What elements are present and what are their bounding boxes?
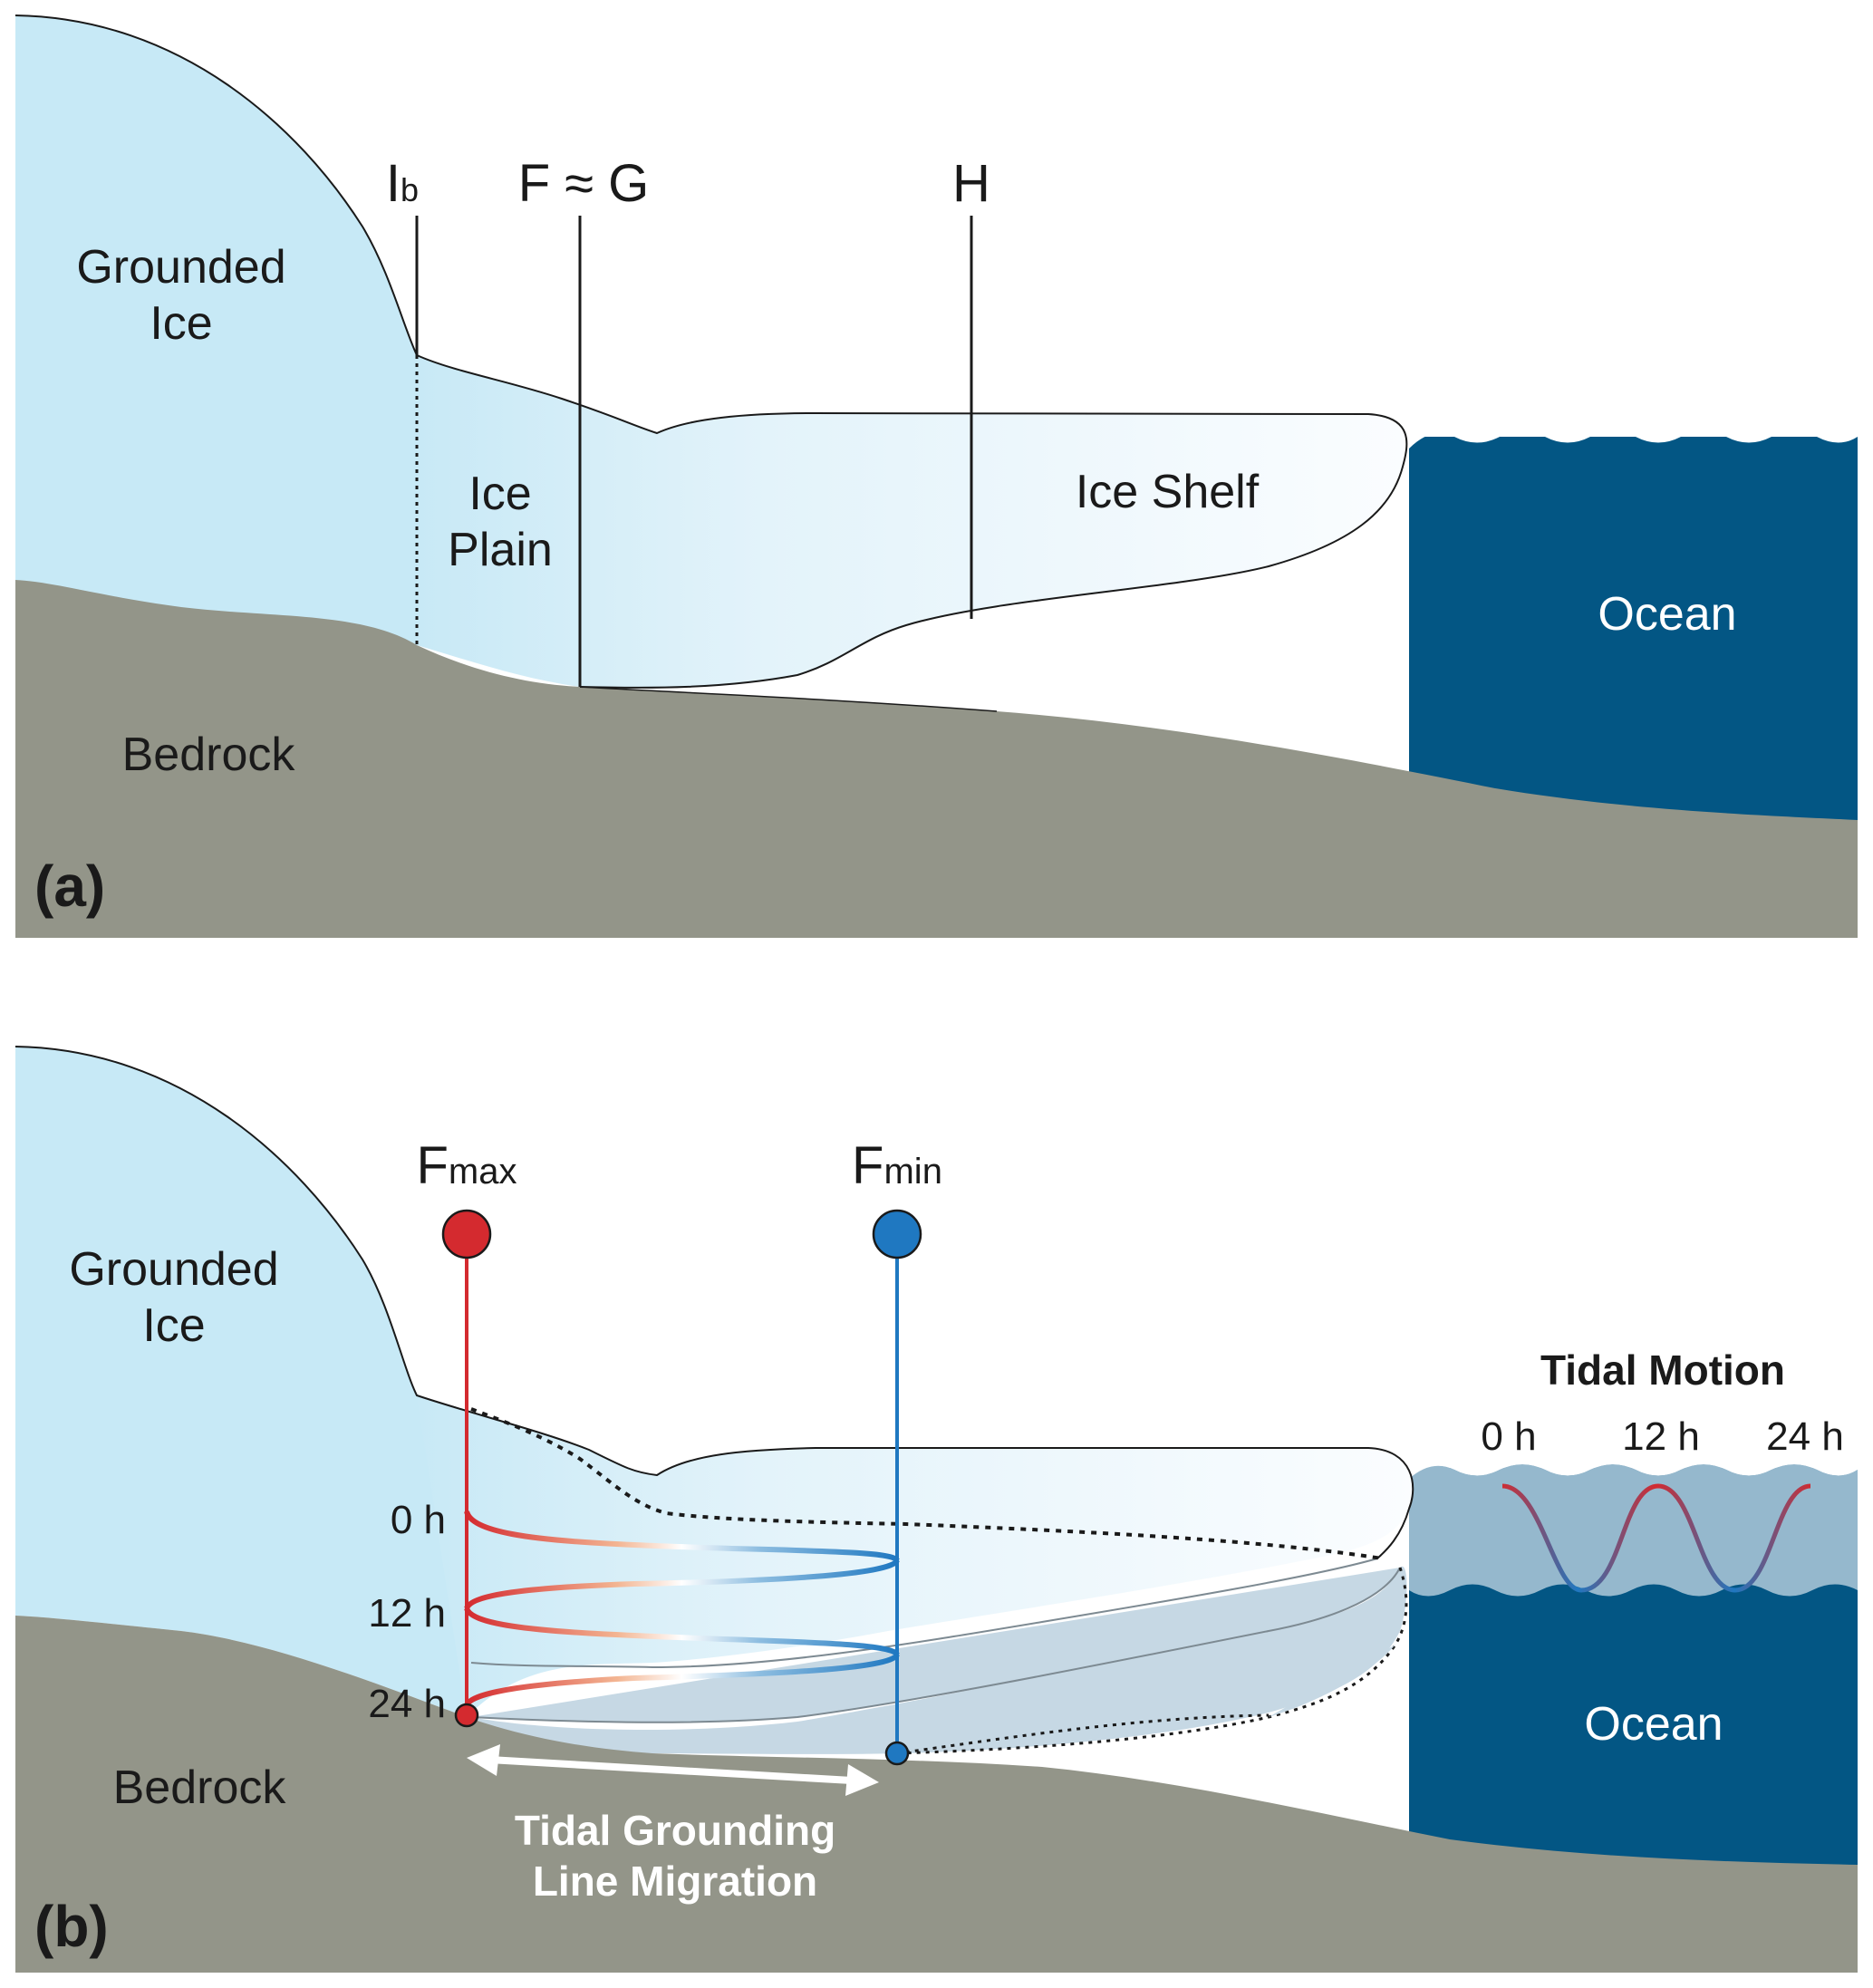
grounded-ice-label-b-2: Ice [142,1299,205,1352]
migration-curve-2 [464,1559,900,1610]
tidal-time-24: 24 h [1766,1414,1844,1459]
ice-plain-label-2: Plain [448,524,553,576]
panel-b-tag: (b) [34,1894,109,1959]
tidal-time-0: 0 h [1481,1414,1536,1459]
bedrock-b [15,1616,1858,1973]
migration-arrow [467,1744,879,1796]
migration-curve-4 [464,1653,900,1707]
grounded-ice-label-a-1: Grounded [76,241,285,294]
grounded-ice-a [15,15,417,645]
ice-shelf-label: Ice Shelf [1076,466,1260,518]
tidal-water-band [1409,1464,1858,1597]
tidal-motion-title: Tidal Motion [1540,1346,1785,1394]
fmax-ground-dot [454,1703,479,1728]
fmin-label: Fmin [852,1136,942,1195]
grounded-ice-label-a-2: Ice [150,297,212,350]
ib-label: Ib [386,154,419,213]
migration-time-0: 0 h [391,1498,446,1542]
ocean-label-b: Ocean [1584,1698,1723,1751]
low-tide-surface-dotted [470,1407,1383,1560]
grounded-ice-b [15,1047,471,1717]
migration-curve-3 [464,1607,900,1656]
ocean-label-a: Ocean [1598,588,1736,641]
ice-plain-label-1: Ice [468,468,531,520]
panel-a: Ib F ≈ G H Grounded Ice Ice Plain Ice Sh… [14,14,1858,938]
fg-label: F ≈ G [518,154,650,213]
ice-shelf-a [417,355,1407,688]
panel-b: Fmax Fmin Grounded Ice 0 h 12 h 24 h Tid… [14,1046,1858,1973]
migration-curve-1 [464,1510,900,1563]
migration-time-12: 12 h [368,1591,446,1636]
fmax-marker [441,1209,492,1259]
bedrock-a [15,580,1858,938]
ice-shelf-low-tide [471,1566,1407,1754]
bedrock-label-a: Bedrock [122,729,296,781]
migration-label-2: Line Migration [533,1858,817,1905]
tidal-time-12: 12 h [1622,1414,1700,1459]
migration-time-24: 24 h [368,1682,446,1726]
fmin-marker [872,1209,922,1259]
ocean-waves-a [1409,426,1858,449]
fmax-label: Fmax [416,1136,517,1195]
bedrock-label-b: Bedrock [113,1761,287,1814]
migration-label-1: Tidal Grounding [515,1807,835,1854]
panel-a-tag: (a) [34,854,105,919]
h-label: H [952,154,990,213]
tidal-motion-wave [1501,1483,1811,1593]
fmin-ground-dot [884,1741,910,1766]
grounded-ice-label-b-1: Grounded [69,1243,278,1296]
